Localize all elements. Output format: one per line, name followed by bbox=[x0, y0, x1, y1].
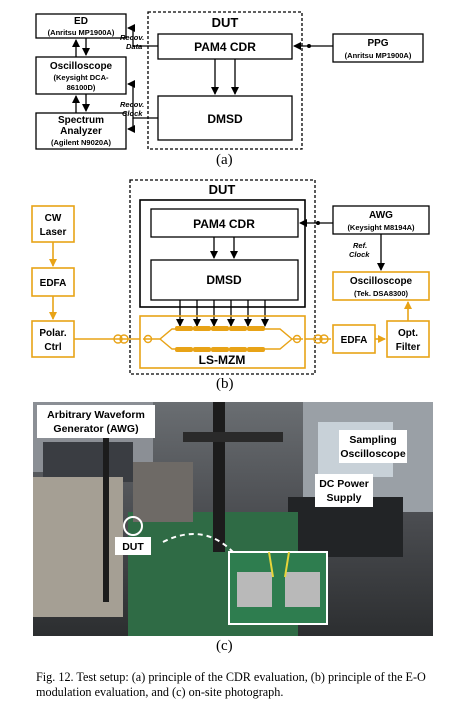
oscilloscope-model-line1: (Keysight DCA- bbox=[53, 73, 109, 82]
spectrum-analyzer-line2: Analyzer bbox=[60, 126, 102, 137]
oscilloscope-model-line2: 86100D) bbox=[67, 83, 96, 92]
edfa-right-label: EDFA bbox=[341, 335, 368, 346]
spectrum-analyzer-box bbox=[35, 112, 127, 150]
ls-mzm-label: LS-MZM bbox=[199, 353, 246, 367]
oscilloscope-name-b: Oscilloscope bbox=[350, 276, 413, 287]
edfa-left-label: EDFA bbox=[40, 278, 67, 289]
diagram-b: DUT PAM4 CDR DMSD LS-MZM CW Laser bbox=[31, 179, 430, 375]
dut-label-a: DUT bbox=[212, 15, 239, 30]
recov-clock-line1: Recov. bbox=[120, 100, 144, 109]
ppg-model: (Anritsu MP1900A) bbox=[345, 51, 412, 60]
oscilloscope-box-b bbox=[332, 271, 430, 301]
mzm-waveguides bbox=[143, 328, 303, 350]
dut-boundary-b bbox=[129, 179, 316, 375]
electrical-chip-outline bbox=[139, 199, 306, 308]
dmsd-label-a: DMSD bbox=[207, 112, 243, 126]
ppg-connector-dot bbox=[307, 44, 311, 48]
dmsd-label-b: DMSD bbox=[206, 273, 242, 287]
photo-label-dut: DUT bbox=[122, 541, 144, 553]
site-photograph: Arbitrary Waveform Generator (AWG) Sampl… bbox=[33, 402, 433, 636]
ed-box bbox=[35, 13, 127, 39]
edfa-right-box bbox=[332, 324, 376, 354]
figure-caption: Fig. 12. Test setup: (a) principle of th… bbox=[36, 670, 426, 699]
cw-laser-line2: Laser bbox=[40, 227, 67, 238]
dut-label-b: DUT bbox=[209, 182, 236, 197]
spectrum-analyzer-model: (Agilent N9020A) bbox=[51, 138, 112, 147]
diagram-a: DUT ED (Anritsu MP1900A) Oscilloscope (K… bbox=[35, 11, 424, 150]
ls-mzm-box bbox=[139, 315, 306, 369]
recov-data-line2: Data bbox=[126, 42, 142, 51]
label-b: (b) bbox=[216, 376, 234, 392]
oscilloscope-name-a: Oscilloscope bbox=[50, 61, 113, 72]
oscilloscope-model-b: (Tek. DSA8300) bbox=[354, 289, 409, 298]
cdr-box-b bbox=[150, 208, 299, 238]
cw-laser-line1: CW bbox=[45, 213, 62, 224]
photo-label-dc-line1: DC Power bbox=[319, 478, 369, 490]
ppg-name: PPG bbox=[367, 38, 388, 49]
ed-name: ED bbox=[74, 16, 88, 27]
photo-label-awg-line1: Arbitrary Waveform bbox=[47, 409, 145, 421]
polar-ctrl-line2: Ctrl bbox=[44, 342, 61, 353]
fiber-coil-right bbox=[305, 334, 331, 344]
spectrum-analyzer-line1: Spectrum bbox=[58, 115, 104, 126]
ppg-box bbox=[332, 33, 424, 63]
photo-label-dc-line2: Supply bbox=[326, 492, 361, 504]
awg-connector-dot bbox=[316, 221, 320, 225]
ref-clock-line2: Clock bbox=[349, 250, 370, 259]
dmsd-box-b bbox=[150, 259, 299, 301]
optical-filter-line2: Filter bbox=[396, 342, 421, 353]
awg-name: AWG bbox=[369, 210, 393, 221]
ref-clock-line1: Ref. bbox=[353, 241, 367, 250]
dmsd-to-mzm-arrows bbox=[176, 300, 269, 327]
polar-ctrl-box bbox=[31, 320, 75, 358]
awg-model: (Keysight M8194A) bbox=[347, 223, 415, 232]
ed-model: (Anritsu MP1900A) bbox=[48, 28, 115, 37]
recov-data-line1: Recov. bbox=[120, 33, 144, 42]
edfa-left-box bbox=[31, 267, 75, 297]
polar-ctrl-line1: Polar. bbox=[39, 328, 66, 339]
recov-clock-line2: Clock bbox=[122, 109, 143, 118]
optical-filter-box bbox=[386, 320, 430, 358]
label-c: (c) bbox=[216, 638, 233, 654]
photo-label-awg-line2: Generator (AWG) bbox=[53, 423, 138, 435]
photo-label-sampling-line1: Sampling bbox=[349, 434, 396, 446]
oscilloscope-box-a bbox=[35, 56, 127, 95]
cdr-label-a: PAM4 CDR bbox=[194, 40, 256, 54]
optical-filter-line1: Opt. bbox=[398, 328, 418, 339]
cdr-label-b: PAM4 CDR bbox=[193, 217, 255, 231]
label-a: (a) bbox=[216, 152, 233, 168]
mzm-electrodes bbox=[175, 326, 265, 352]
cdr-box-a bbox=[157, 33, 293, 60]
photo-label-sampling-line2: Oscilloscope bbox=[340, 448, 406, 460]
recovered-data-line bbox=[127, 24, 158, 47]
fiber-coil-left bbox=[74, 334, 140, 344]
dut-boundary-a bbox=[147, 11, 303, 150]
recovered-clock-line bbox=[127, 80, 158, 119]
